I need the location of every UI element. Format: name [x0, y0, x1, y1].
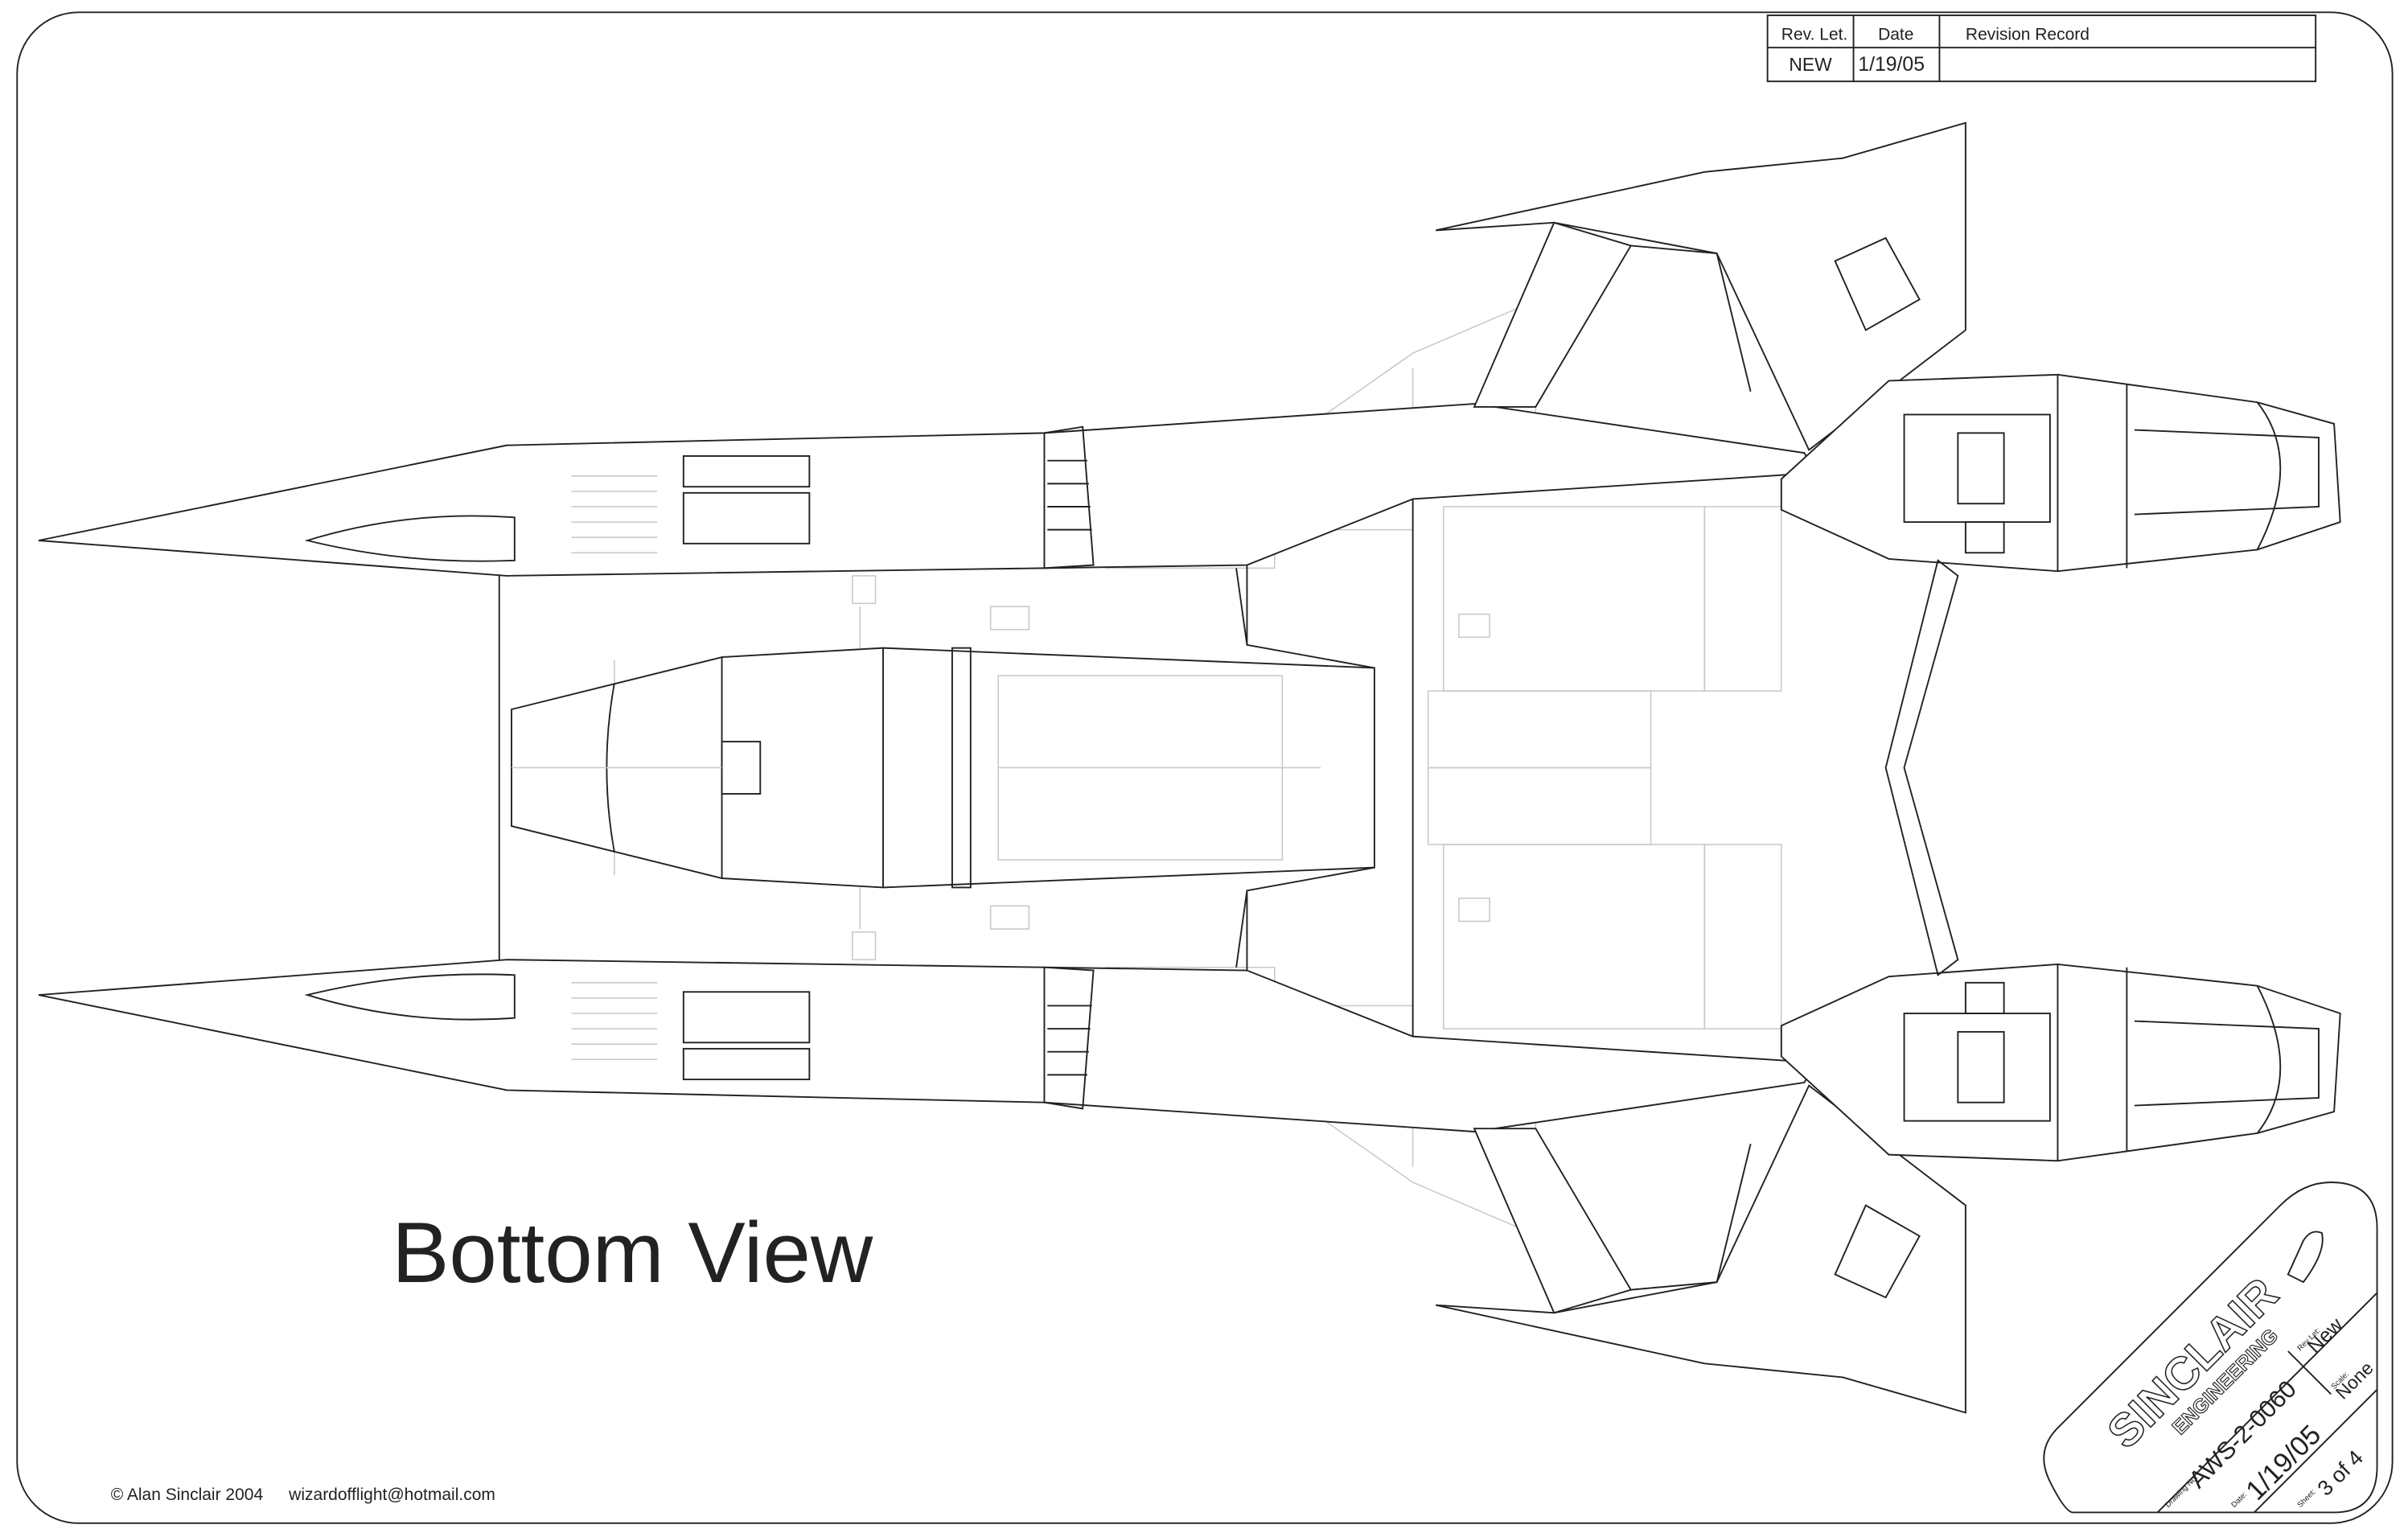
aircraft-upper-half — [38, 121, 2341, 769]
title-block: SINCLAIR ENGINEERING Drawing No: AWS-2-0… — [2043, 1182, 2378, 1514]
central-pod — [511, 568, 1375, 968]
engine-pod — [1780, 373, 2341, 573]
boom-outline — [38, 403, 1817, 577]
date-cell: 1/19/05 — [1858, 54, 1925, 76]
date-label: Date: — [2229, 1490, 2249, 1510]
rev-let-header: Rev. Let. — [1781, 26, 1847, 44]
revision-record-header: Revision Record — [1966, 26, 2090, 44]
company-logo: SINCLAIR ENGINEERING — [2098, 1231, 2324, 1459]
sheet-value: 3 of 4 — [2313, 1445, 2369, 1501]
view-title: Bottom View — [392, 1204, 873, 1301]
sheet-label: Sheet: — [2295, 1488, 2317, 1510]
sheet-border — [16, 11, 2394, 1524]
center-strut — [1884, 559, 1959, 976]
rev-let-cell: NEW — [1789, 54, 1832, 75]
fin-outline — [1473, 221, 1633, 408]
shield-icon — [2287, 1231, 2324, 1284]
copyright-text: © Alan Sinclair 2004 — [111, 1486, 264, 1504]
date-header: Date — [1878, 26, 1913, 44]
email-link[interactable]: wizardofflight@hotmail.com — [288, 1486, 495, 1504]
revision-table: Rev. Let. Date Revision Record NEW 1/19/… — [1766, 14, 2317, 83]
wing-outline — [1436, 121, 1966, 451]
